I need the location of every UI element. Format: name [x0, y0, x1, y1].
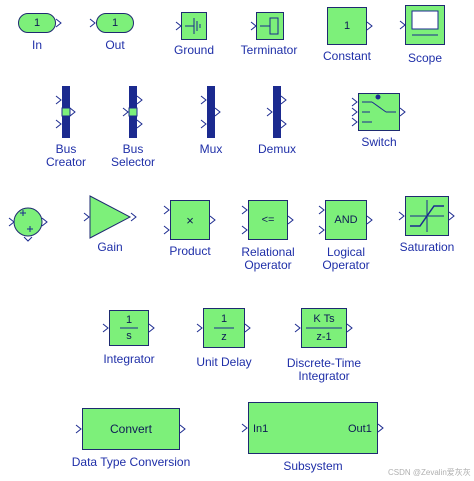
- unit-delay-denominator: z: [221, 331, 227, 343]
- bus-selector-label-1: Bus: [122, 142, 144, 156]
- logical-label-1: Logical: [326, 245, 366, 259]
- constant-output-port-icon: [366, 21, 373, 31]
- unit-delay-label: Unit Delay: [196, 355, 252, 369]
- scope-label: Scope: [407, 51, 443, 65]
- out-label: Out: [105, 38, 125, 52]
- product-symbol: ×: [186, 212, 194, 228]
- discrete-integrator-label-2: Integrator: [298, 369, 350, 383]
- subsystem-label: Subsystem: [283, 459, 343, 473]
- logical-operator-block[interactable]: AND: [325, 200, 367, 240]
- terminator-block[interactable]: [256, 12, 284, 40]
- bus-creator-block[interactable]: [62, 86, 70, 138]
- logical-label-2: Operator: [322, 258, 370, 272]
- discrete-integrator-denominator: z-1: [316, 331, 332, 343]
- product-label: Product: [169, 244, 211, 258]
- in-port-number: 1: [33, 17, 41, 29]
- sum-icon: [8, 207, 48, 242]
- switch-label: Switch: [361, 135, 397, 149]
- out-port-number: 1: [111, 17, 119, 29]
- mux-block[interactable]: [207, 86, 215, 138]
- watermark: CSDN @Zevalin爱灰灰: [388, 468, 471, 477]
- in-output-port-icon: [55, 18, 62, 28]
- bus-selector-label-2: Selector: [110, 155, 156, 169]
- constant-label: Constant: [322, 49, 372, 63]
- data-type-conversion-block[interactable]: Convert: [82, 408, 180, 450]
- relational-label-1: Relational: [241, 245, 295, 259]
- bus-selector-block[interactable]: [129, 86, 137, 138]
- demux-block[interactable]: [273, 86, 281, 138]
- relational-symbol: <=: [261, 214, 275, 226]
- in-label: In: [31, 38, 42, 52]
- logical-symbol: AND: [334, 214, 358, 226]
- data-type-conversion-label: Data Type Conversion: [71, 455, 191, 469]
- discrete-integrator-label-1: Discrete-Time: [286, 356, 362, 370]
- constant-block[interactable]: 1: [327, 7, 367, 45]
- ground-label: Ground: [173, 43, 215, 57]
- gain-label: Gain: [97, 240, 123, 254]
- gain-icon: [83, 195, 137, 239]
- subsystem-out-port-label: Out1: [348, 423, 372, 435]
- ground-block[interactable]: [181, 12, 207, 40]
- out-port-block[interactable]: 1: [96, 13, 134, 33]
- in-port-block[interactable]: 1: [18, 13, 56, 33]
- integrator-denominator: s: [126, 330, 132, 342]
- subsystem-in-port-label: In1: [253, 423, 269, 435]
- bus-creator-label-2: Creator: [45, 155, 86, 169]
- relational-label-2: Operator: [244, 258, 292, 272]
- constant-value: 1: [343, 20, 351, 32]
- mux-label: Mux: [199, 142, 223, 156]
- integrator-label: Integrator: [103, 352, 155, 366]
- discrete-integrator-numerator: K Ts: [313, 313, 335, 325]
- product-block[interactable]: ×: [170, 200, 210, 240]
- relational-operator-block[interactable]: <=: [248, 200, 288, 240]
- integrator-numerator: 1: [125, 314, 133, 326]
- out-input-port-icon: [89, 18, 96, 28]
- switch-block[interactable]: [358, 93, 400, 131]
- convert-text: Convert: [109, 422, 153, 436]
- bus-creator-label-1: Bus: [55, 142, 77, 156]
- subsystem-block[interactable]: [248, 402, 378, 454]
- terminator-label: Terminator: [240, 43, 298, 57]
- demux-label: Demux: [257, 142, 296, 156]
- saturation-block[interactable]: [405, 196, 449, 236]
- scope-block[interactable]: [405, 5, 445, 45]
- unit-delay-numerator: 1: [220, 313, 228, 325]
- saturation-label: Saturation: [399, 240, 455, 254]
